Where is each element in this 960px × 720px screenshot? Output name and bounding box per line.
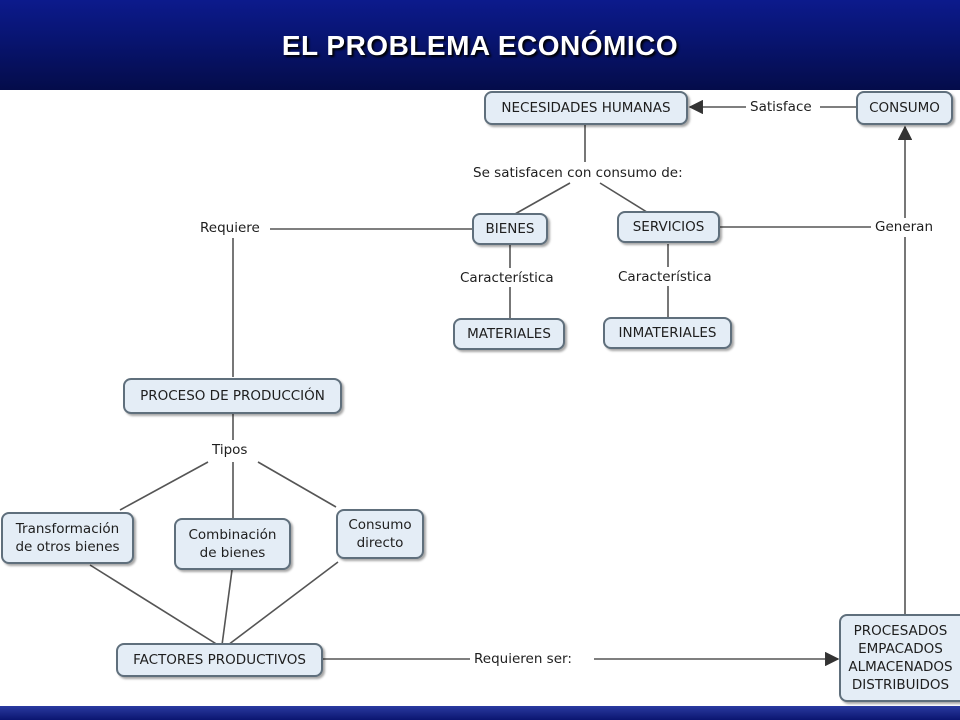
node-factores-productivos: FACTORES PRODUCTIVOS [116,643,323,677]
slide-footer-bar [0,706,960,720]
node-consumo: CONSUMO [856,91,953,125]
link-label-tipos: Tipos [208,441,252,459]
node-necesidades-humanas: NECESIDADES HUMANAS [484,91,688,125]
link-label-se-satisfacen: Se satisfacen con consumo de: [469,164,687,182]
slide-header: EL PROBLEMA ECONÓMICO [0,0,960,90]
link-label-satisface: Satisface [746,98,816,116]
node-materiales: MATERIALES [453,318,565,350]
edge-se-satisfacen-bienes [514,182,571,215]
node-transformacion: Transformación de otros bienes [1,512,134,564]
link-label-requieren-ser: Requieren ser: [470,650,576,668]
node-proceso-de-produccion: PROCESO DE PRODUCCIÓN [123,378,342,414]
edge-tipos-transformacion [119,461,209,511]
edge-combinacion-factores [221,569,233,646]
node-servicios: SERVICIOS [617,211,720,243]
node-consumo-directo: Consumo directo [336,509,424,559]
slide-title: EL PROBLEMA ECONÓMICO [281,30,679,61]
node-inmateriales: INMATERIALES [603,317,732,349]
edge-transformacion-factores [89,564,219,646]
edge-se-satisfacen-servicios [599,182,651,215]
node-procesados: PROCESADOS EMPACADOS ALMACENADOS DISTRIB… [839,614,960,702]
link-label-caracteristica-servicios: Característica [614,268,716,286]
link-label-requiere: Requiere [196,219,264,237]
edge-consumo-directo-factores [227,561,339,646]
link-label-caracteristica-bienes: Característica [456,269,558,287]
node-bienes: BIENES [472,213,548,245]
edge-tipos-consumo-directo [257,461,337,508]
link-label-generan: Generan [871,218,938,236]
node-combinacion: Combinación de bienes [174,518,291,570]
